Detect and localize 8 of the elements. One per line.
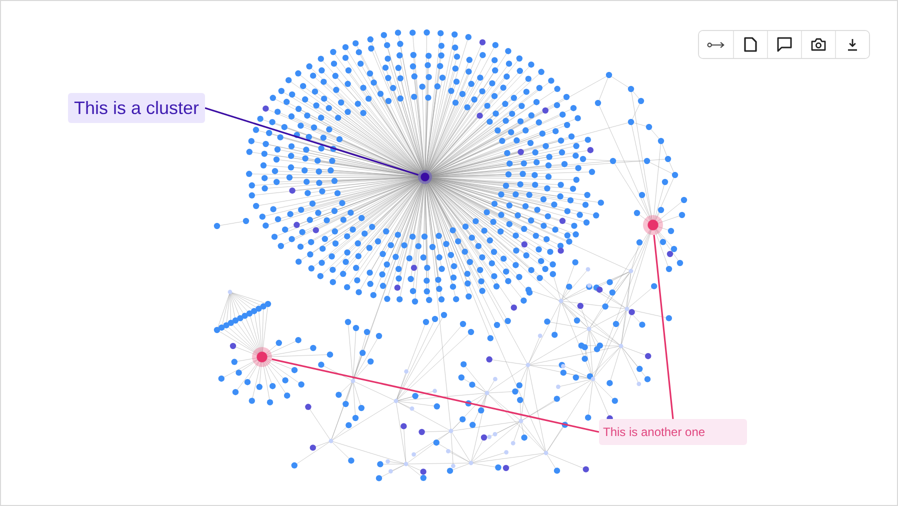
leader-line: [204, 107, 419, 176]
hub-node: [252, 347, 272, 367]
hub-node: [418, 170, 432, 184]
leader-line: [272, 358, 600, 433]
hub-node: [643, 215, 663, 235]
callout-label: This is a cluster: [68, 93, 206, 123]
callout-label: This is another one: [599, 419, 747, 445]
leader-line: [653, 234, 674, 420]
